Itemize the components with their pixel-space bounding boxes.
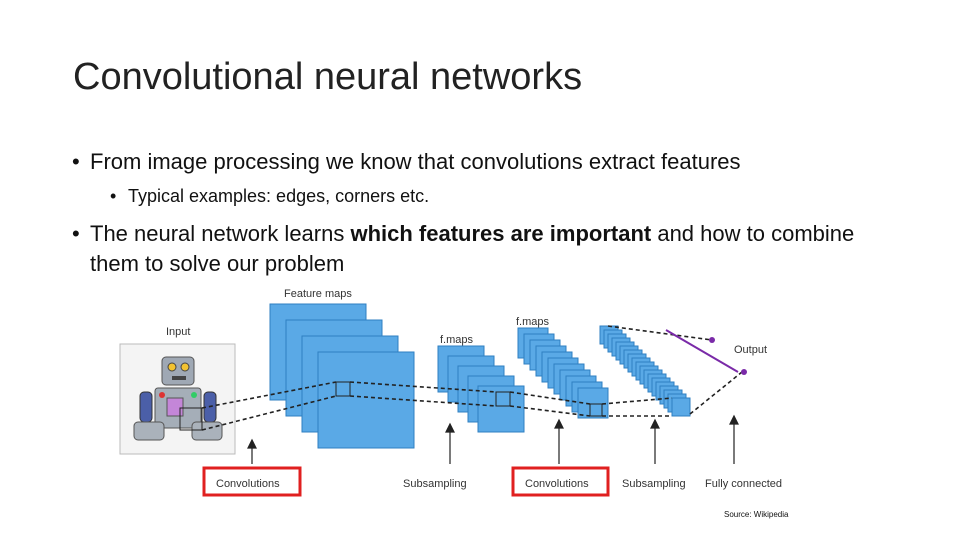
feature-maps-stack-1 <box>269 303 415 449</box>
bullet-1-text: From image processing we know that convo… <box>90 149 741 174</box>
bullet-1-sub: • Typical examples: edges, corners etc. <box>110 181 430 211</box>
f-maps-cell-2 <box>589 403 603 417</box>
bullet-2-text-bold: which features are important <box>350 221 652 246</box>
projection-lines <box>201 325 743 431</box>
source-caption: Source: Wikipedia <box>724 510 789 519</box>
input-receptive-field <box>179 407 203 431</box>
bullet-glyph: • <box>72 149 80 174</box>
bullet-2-text-b: and how to combine them to solve our pro… <box>90 221 855 276</box>
label-feature-maps: Feature maps <box>284 288 352 300</box>
label-f-maps-2: f.maps <box>516 316 550 328</box>
label-fully-connected: Fully connected <box>705 478 782 490</box>
cnn-diagram-svg: Input Feature maps f.maps f.maps Output … <box>119 288 782 497</box>
label-convolutions-2: Convolutions <box>525 478 589 490</box>
convolutions-highlight-1 <box>202 466 302 497</box>
robot-icon <box>133 356 223 441</box>
f-maps-stack-2 <box>517 327 609 419</box>
output-layer <box>665 329 747 375</box>
bullet-glyph: • <box>110 186 117 206</box>
label-subsampling-2: Subsampling <box>622 478 686 490</box>
bullet-2-text-a: The neural network learns <box>90 221 351 246</box>
bullet-1-sub-text: Typical examples: edges, corners etc. <box>128 186 430 206</box>
label-convolutions-1: Convolutions <box>216 478 280 490</box>
convolutions-highlight-2 <box>511 466 610 497</box>
label-f-maps-1: f.maps <box>440 334 474 346</box>
bullet-2: • The neural network learns which featur… <box>72 219 890 279</box>
label-output: Output <box>734 344 767 356</box>
feature-map-cell-1 <box>335 381 351 397</box>
slide-title: Convolutional neural networks <box>73 56 583 98</box>
label-subsampling-1: Subsampling <box>403 478 467 490</box>
bullet-glyph: • <box>72 221 80 246</box>
label-arrows <box>247 414 739 464</box>
f-maps-stack-3 <box>599 325 691 417</box>
bullet-1: • From image processing we know that con… <box>72 147 910 177</box>
f-maps-cell-1 <box>495 391 511 407</box>
cnn-diagram: Input Feature maps f.maps f.maps Output … <box>110 280 810 510</box>
label-input: Input <box>166 326 190 338</box>
